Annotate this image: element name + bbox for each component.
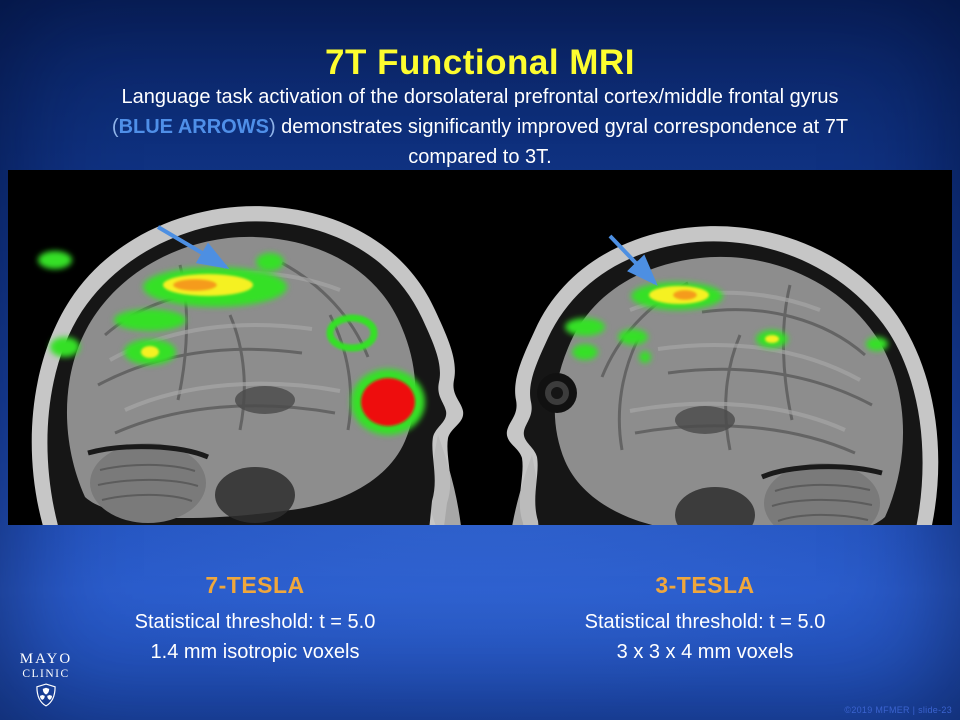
mri-sagittal-images: [8, 170, 952, 525]
blue-arrow-3t-icon: [608, 234, 658, 286]
subtitle-line-2: (BLUE ARROWS) demonstrates significantly…: [16, 112, 944, 142]
caption-3t: 3-TESLA Statistical threshold: t = 5.0 3…: [480, 572, 930, 671]
caption-7t: 7-TESLA Statistical threshold: t = 5.0 1…: [30, 572, 480, 671]
orbit-structure: [537, 373, 577, 413]
mri-7t-image: [32, 206, 463, 525]
caption-7t-voxels: 1.4 mm isotropic voxels: [150, 641, 360, 663]
open-paren: (: [111, 116, 119, 138]
copyright-footer: ©2019 MFMER | slide-23: [844, 705, 952, 715]
mayo-shield-icon: [12, 683, 80, 712]
activation-hotspots-7t: [141, 274, 415, 426]
caption-7t-heading: 7-TESLA: [205, 572, 305, 598]
logo-text-mayo: MAYO: [19, 651, 73, 668]
close-paren: ): [268, 116, 276, 138]
caption-3t-threshold: Statistical threshold: t = 5.0: [584, 611, 826, 633]
logo-text-clinic: CLINIC: [22, 668, 70, 681]
caption-3t-heading: 3-TESLA: [655, 572, 755, 598]
subtitle-line-3: compared to 3T.: [408, 146, 552, 168]
caption-7t-threshold: Statistical threshold: t = 5.0: [134, 611, 376, 633]
caption-3t-voxels: 3 x 3 x 4 mm voxels: [616, 641, 794, 663]
slide-subtitle: Language task activation of the dorsolat…: [16, 82, 944, 172]
mayo-clinic-logo: MAYO CLINIC: [12, 652, 80, 712]
mri-3t-image: [507, 226, 938, 525]
activation-hotspots-3t: [649, 286, 779, 343]
subtitle-line-2-rest: demonstrates significantly improved gyra…: [275, 116, 849, 138]
blue-arrow-7t-icon: [156, 225, 230, 270]
subtitle-line-1: Language task activation of the dorsolat…: [121, 86, 839, 108]
blue-arrows-highlight: BLUE ARROWS: [118, 116, 269, 138]
scan-captions: 7-TESLA Statistical threshold: t = 5.0 1…: [30, 572, 930, 671]
slide-title: 7T Functional MRI: [325, 43, 635, 83]
mri-comparison-panel: [8, 170, 952, 525]
